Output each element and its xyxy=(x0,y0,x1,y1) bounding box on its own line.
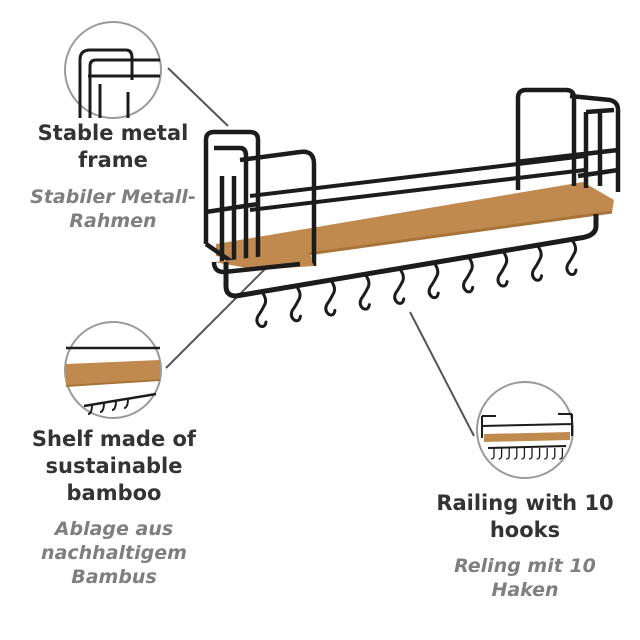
shelf-title-line-1: Shelf made of xyxy=(31,427,197,451)
frame-title-line-1: Stable metal xyxy=(37,121,189,145)
railing-translation-line-1: Reling mit 10 xyxy=(454,554,596,577)
frame-translation: Stabiler Metall- Rahmen xyxy=(18,185,208,234)
mini-hook-1 xyxy=(490,448,495,460)
frame-title: Stable metal frame xyxy=(18,120,208,174)
wall-shelf xyxy=(203,87,621,328)
mini-hook-7 xyxy=(536,448,541,460)
shelf-translation-line-2: nachhaltigem xyxy=(41,541,187,564)
hook-row xyxy=(255,238,578,328)
shelf-title-line-2: sustainable xyxy=(45,453,183,478)
hook-9 xyxy=(530,244,544,282)
mini-hook-9 xyxy=(551,448,556,460)
railing-translation: Reling mit 10 Haken xyxy=(420,554,630,603)
railing-callout: Railing with 10 hooks Reling mit 10 Hake… xyxy=(420,490,630,602)
frame-translation-line-2: Rahmen xyxy=(69,210,157,233)
railing-title: Railing with 10 hooks xyxy=(420,490,630,544)
hook-2 xyxy=(289,284,302,323)
shelf-translation-line-1: Ablage aus xyxy=(54,517,174,540)
hook-8 xyxy=(496,250,509,288)
left-frame xyxy=(203,129,317,266)
shelf-detail-circle xyxy=(64,321,162,419)
mini-hook-10 xyxy=(559,448,564,460)
hook-5 xyxy=(393,267,406,305)
frame-detail-circle xyxy=(64,21,162,119)
right-frame xyxy=(515,87,621,192)
hook-1 xyxy=(255,290,268,328)
railing-callout-line xyxy=(409,311,475,437)
shelf-callout: Shelf made of sustainable bamboo Ablage … xyxy=(14,426,214,590)
frame-translation-line-1: Stabiler Metall- xyxy=(30,185,196,208)
shelf-title: Shelf made of sustainable bamboo xyxy=(14,426,214,507)
mini-hook-8 xyxy=(544,448,548,460)
railing-title-line-1: Railing with 10 xyxy=(436,491,614,515)
mini-hook-2 xyxy=(498,448,503,460)
mini-hook-5 xyxy=(521,448,526,460)
shelf-translation-line-3: Bambus xyxy=(71,566,157,589)
frame-callout-line xyxy=(167,67,229,127)
hook-4 xyxy=(358,273,371,311)
mini-hook-row xyxy=(490,448,564,460)
hook-rail xyxy=(235,214,599,299)
railing-detail-circle xyxy=(476,381,574,479)
frame-callout: Stable metal frame Stabiler Metall- Rahm… xyxy=(18,120,208,233)
shelf-translation: Ablage aus nachhaltigem Bambus xyxy=(14,517,214,590)
shelf-title-line-3: bamboo xyxy=(66,480,162,505)
frame-title-line-2: frame xyxy=(78,147,148,172)
railing-translation-line-2: Haken xyxy=(491,579,559,602)
hook-6 xyxy=(427,261,440,300)
hook-10 xyxy=(565,238,578,276)
railing-title-line-2: hooks xyxy=(489,517,561,542)
mini-hook-3 xyxy=(506,448,510,460)
hook-3 xyxy=(324,278,337,317)
mini-hook-4 xyxy=(513,448,518,460)
mini-hook-6 xyxy=(528,448,533,460)
hook-7 xyxy=(462,255,475,294)
shelf-callout-line xyxy=(165,255,279,369)
